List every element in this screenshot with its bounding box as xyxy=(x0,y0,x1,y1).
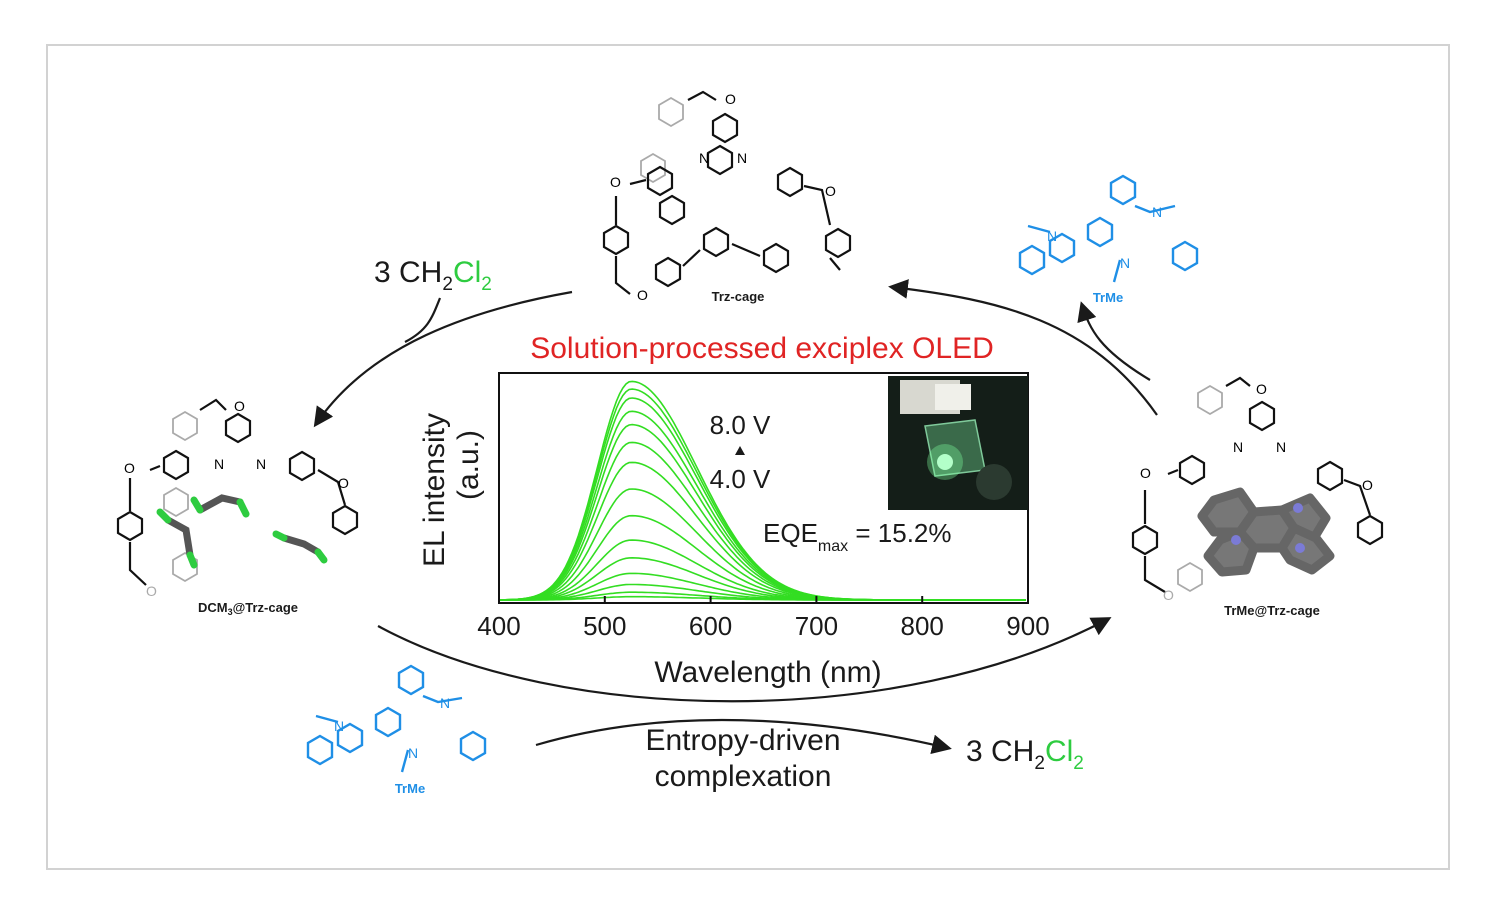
solvent-top-left: 3 CH2Cl2 xyxy=(374,256,492,295)
chart-title: Solution-processed exciplex OLED xyxy=(530,332,994,365)
trmecage-n1: N xyxy=(1233,439,1243,455)
trme-cage-structure xyxy=(1131,376,1384,593)
arrow-top-left xyxy=(313,290,573,428)
label-dcm-cage: DCM3@Trz-cage xyxy=(198,600,298,617)
y-axis-label-line2: (a.u.) xyxy=(452,430,485,500)
process-label-line1: Entropy-driven xyxy=(645,724,840,757)
chart-series-group xyxy=(498,380,1026,601)
trme-top-structure xyxy=(1018,174,1199,283)
trz-o-bottom: O xyxy=(637,287,648,303)
arrow-trme-release xyxy=(1077,301,1151,381)
trme-bottom-n3: N xyxy=(408,745,418,761)
x-axis-label: Wavelength (nm) xyxy=(654,656,881,689)
trz-cage-structure xyxy=(602,90,852,295)
trmecage-n2: N xyxy=(1276,439,1286,455)
trme-top-n3: N xyxy=(1120,255,1130,271)
trz-o-top: O xyxy=(725,91,736,107)
label-trz-cage: Trz-cage xyxy=(712,289,765,304)
trz-o-left: O xyxy=(610,174,621,190)
arrow-bottom-left-to-right xyxy=(377,617,1112,703)
label-trme-top: TrMe xyxy=(1093,290,1123,305)
trme-bottom-n2: N xyxy=(334,718,344,734)
dcm-o-top: O xyxy=(234,398,245,414)
trme-bottom-structure xyxy=(306,664,487,773)
dcm-o-left: O xyxy=(124,460,135,476)
dcm-n2: N xyxy=(256,456,266,472)
arrow-dcm-release xyxy=(535,718,952,755)
arrow-dcm-branch xyxy=(404,297,442,343)
eqe-label: EQEmax = 15.2% xyxy=(763,518,952,555)
trmecage-o-left: O xyxy=(1140,465,1151,481)
x-tick-label: 500 xyxy=(583,611,626,641)
x-tick-label: 800 xyxy=(901,611,944,641)
trme-top-n1: N xyxy=(1152,204,1162,220)
process-label-line2: complexation xyxy=(655,760,832,793)
trmecage-o-bottom: O xyxy=(1163,587,1174,603)
dcm-o-bottom: O xyxy=(146,583,157,599)
trz-n2: N xyxy=(737,150,747,166)
trme-top-n2: N xyxy=(1047,228,1057,244)
dcm-cage-structure xyxy=(116,398,359,586)
solvent-bottom-right: 3 CH2Cl2 xyxy=(966,735,1084,774)
el-spectrum-chart: Solution-processed exciplex OLED 400 500 6… xyxy=(418,332,1050,689)
spectrum-series-15 xyxy=(499,595,1026,601)
dcm-n1: N xyxy=(214,456,224,472)
x-tick-label: 900 xyxy=(1006,611,1049,641)
figure-frame xyxy=(46,44,1450,870)
trz-n1: N xyxy=(699,150,709,166)
trz-o-right: O xyxy=(825,183,836,199)
trmecage-o-top: O xyxy=(1256,381,1267,397)
inset-photo xyxy=(888,376,1028,510)
voltage-high-label: 8.0 V xyxy=(710,410,771,440)
arrow-right-to-top xyxy=(888,279,1158,416)
x-tick-label: 400 xyxy=(477,611,520,641)
voltage-low-label: 4.0 V xyxy=(710,464,771,494)
y-axis-label-line1: EL intensity xyxy=(418,413,451,567)
label-trme-bottom: TrMe xyxy=(395,781,425,796)
x-tick-label: 600 xyxy=(689,611,732,641)
trmecage-o-right: O xyxy=(1362,477,1373,493)
dcm-o-right: O xyxy=(338,475,349,491)
voltage-arrow-icon xyxy=(735,446,745,455)
cycle-arrows xyxy=(313,279,1158,755)
label-trme-cage: TrMe@Trz-cage xyxy=(1224,603,1320,618)
trme-bottom-n1: N xyxy=(440,695,450,711)
x-axis-ticks: 400 500 600 700 800 900 xyxy=(477,596,1050,641)
x-tick-label: 700 xyxy=(795,611,838,641)
